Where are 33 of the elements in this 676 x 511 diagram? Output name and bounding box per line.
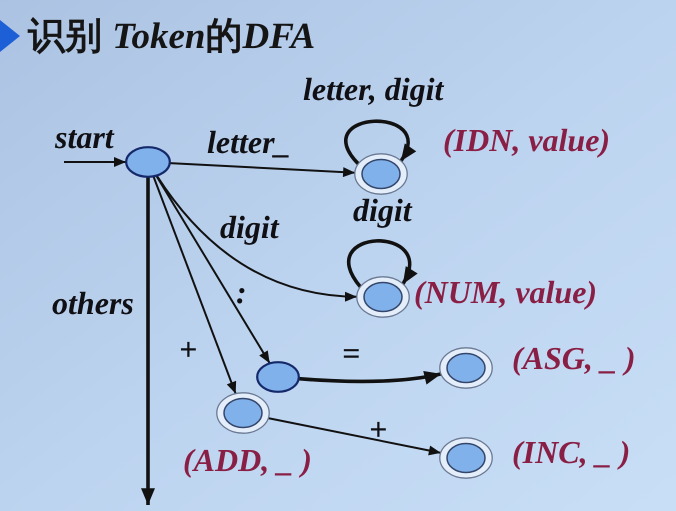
edge-label: = xyxy=(342,337,360,369)
edge-label: digit xyxy=(220,211,279,243)
transition-arrow xyxy=(64,157,126,167)
token-label: (ASG, _ ) xyxy=(512,342,636,374)
edge-label: start xyxy=(55,121,114,153)
state-ellipse xyxy=(256,361,300,393)
transition-arrow xyxy=(156,175,358,302)
edge-label: others xyxy=(52,287,134,319)
transition-arrow xyxy=(152,176,237,394)
transition-arrow xyxy=(268,417,442,456)
accepting-state-ellipse xyxy=(439,437,493,479)
edge-label: : xyxy=(236,276,247,308)
accepting-state-ellipse xyxy=(356,276,410,318)
token-label: (ADD, _ ) xyxy=(183,444,312,476)
token-label: (IDN, value) xyxy=(443,124,610,156)
transition-arrow xyxy=(141,177,155,505)
accepting-state-ellipse xyxy=(354,153,408,195)
accepting-state-ellipse xyxy=(439,347,493,389)
edge-label: + xyxy=(179,333,198,365)
transition-arrow xyxy=(298,370,442,384)
edge-label: letter, digit xyxy=(303,73,444,105)
edge-label: digit xyxy=(353,194,412,226)
edge-label: + xyxy=(369,413,388,445)
self-loop-arrow xyxy=(347,239,416,288)
transition-arrow xyxy=(170,162,356,178)
accepting-state-ellipse xyxy=(216,392,270,434)
token-label: (NUM, value) xyxy=(414,276,598,308)
title: 识别 Token的DFA xyxy=(28,14,316,59)
state-ellipse xyxy=(125,146,171,178)
transition-arrow xyxy=(156,175,271,364)
self-loop-arrow xyxy=(344,120,415,166)
edge-label: letter_ xyxy=(207,126,291,158)
token-label: (INC, _ ) xyxy=(512,436,630,468)
